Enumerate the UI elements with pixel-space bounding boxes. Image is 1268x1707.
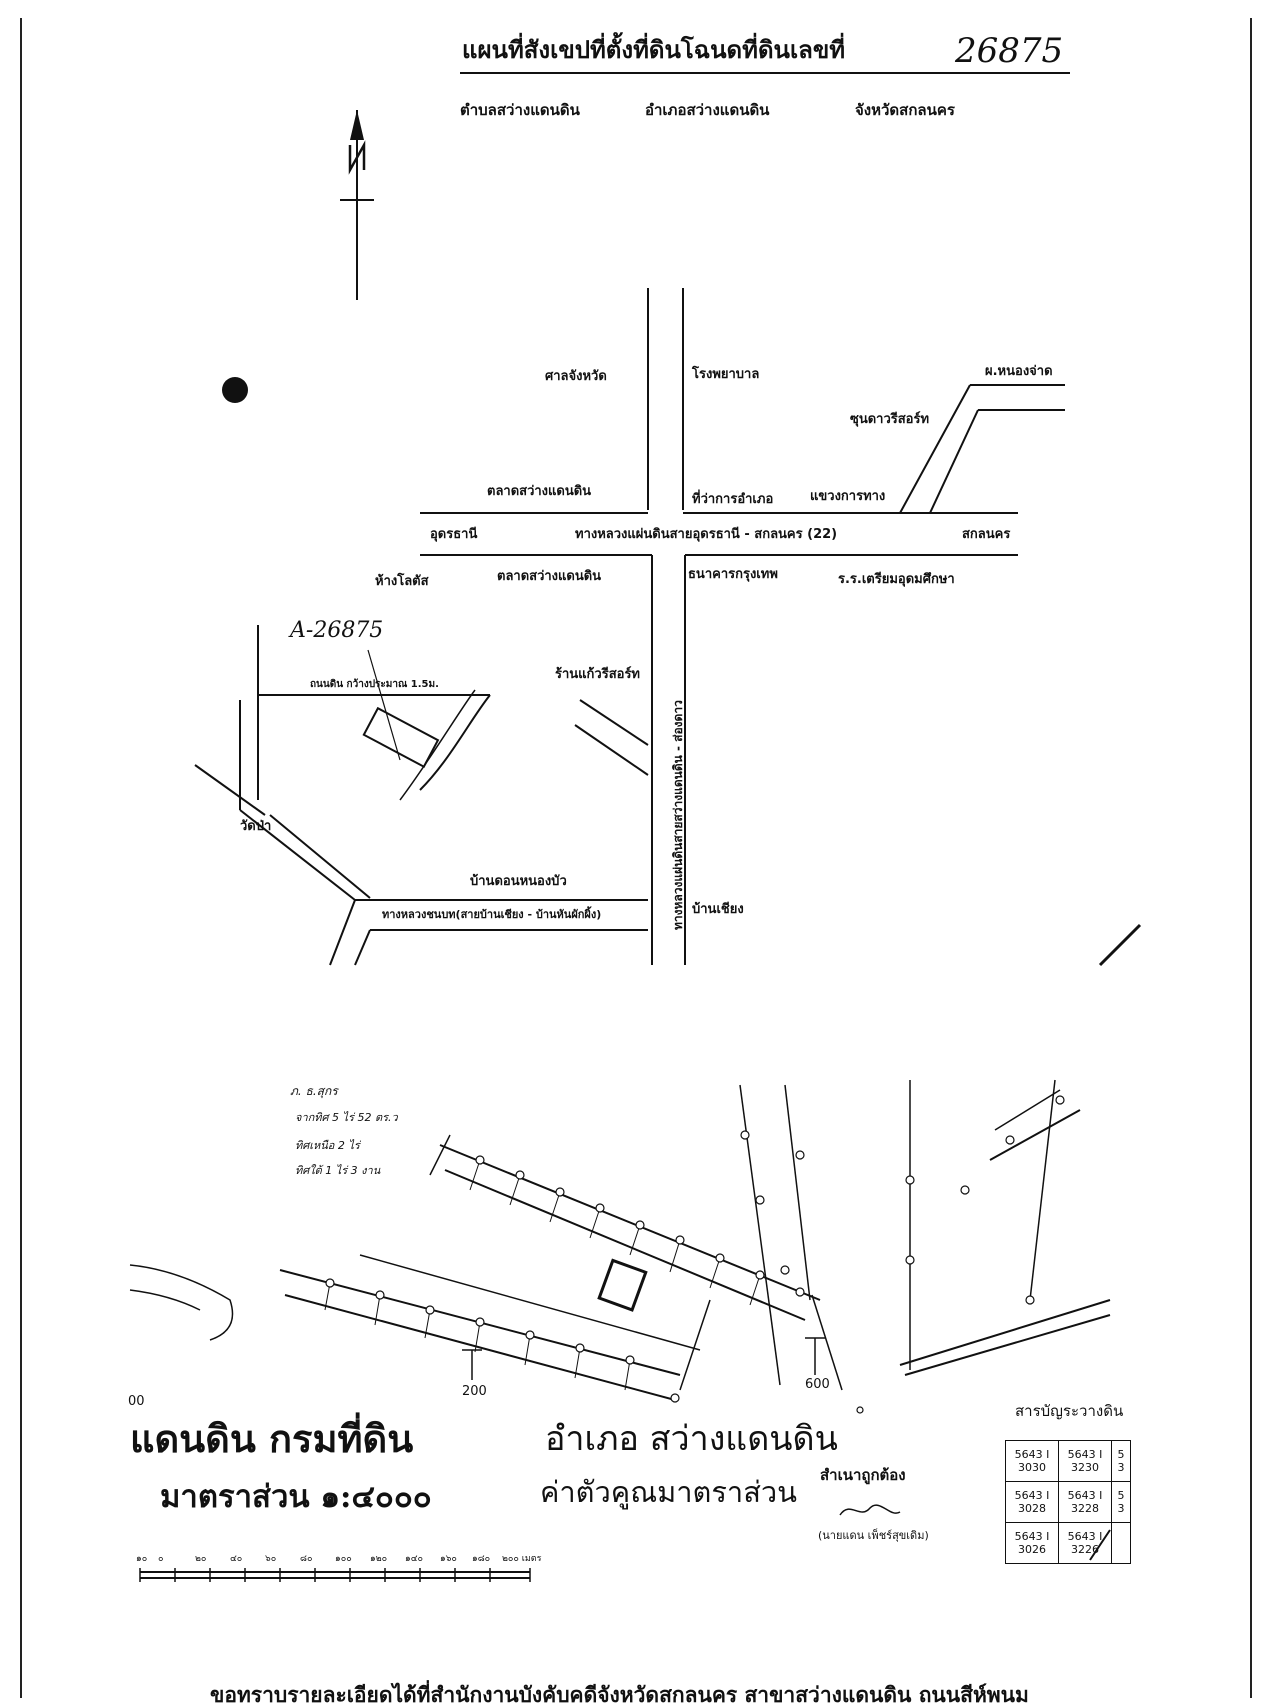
owner-note-4: ทิศใต้ 1 ไร่ 3 งาน — [295, 1164, 381, 1177]
label-market-south: ตลาดสว่างแดนดิน — [497, 569, 602, 584]
label-store: ห้างโลตัส — [375, 574, 429, 589]
label-highway-main: ทางหลวงแผ่นดินสายอุดรธานี - สกลนคร (22) — [575, 527, 838, 542]
label-nong-bua: บ้านดอนหนองบัว — [470, 874, 567, 889]
owner-note-2: จากทิศ 5 ไร่ 52 ตร.ว — [295, 1111, 398, 1124]
sheet-cell: 5643 I 3226 — [1058, 1522, 1112, 1564]
scale-tick-label: ๐ — [158, 1554, 164, 1564]
label-ban-chiang: บ้านเชียง — [692, 902, 744, 917]
label-udon: อุดรธานี — [430, 527, 478, 542]
label-temple: วัดป่า — [240, 819, 272, 834]
scale-tick-label: ๑๒๐ — [370, 1554, 388, 1564]
label-rural-road: ทางหลวงชนบท(สายบ้านเชียง - บ้านหันผักผิ้… — [382, 908, 602, 921]
sheet-cell: 5643 I 3030 — [1005, 1440, 1059, 1482]
label-kaew-resort: ร้านแก้วรีสอร์ท — [555, 667, 640, 682]
subdistrict-label: ตำบลสว่างแดนดิน — [460, 101, 580, 119]
sheet-cell: 5643 I 3026 — [1005, 1522, 1059, 1564]
page-border — [20, 18, 1252, 1698]
coord-200: 200 — [462, 1384, 487, 1399]
survey-markers — [325, 1095, 1065, 1414]
scale-tick-label: ๒๐ — [195, 1554, 207, 1564]
province-label: จังหวัดสกลนคร — [855, 101, 955, 119]
scale-tick-label: ๑๘๐ — [472, 1554, 491, 1564]
label-provincial-court: ศาลจังหวัด — [545, 369, 607, 384]
certified-copy-label: สำเนาถูกต้อง — [820, 1466, 906, 1484]
label-market-north: ตลาดสว่างแดนดิน — [487, 484, 592, 499]
signature — [839, 1504, 901, 1516]
contact-footer: ขอทราบรายละเอียดได้ที่สำนักงานบังคับคดีจ… — [210, 1683, 1029, 1707]
footer-district: อำเภอ สว่างแดนดิน — [545, 1419, 838, 1459]
label-hospital: โรงพยาบาล — [692, 367, 760, 382]
scale-tick-label: ๑๖๐ — [440, 1554, 457, 1564]
label-school: ร.ร.เตรียมอุดมศึกษา — [838, 572, 955, 587]
sheet-cell: 5 3 — [1111, 1481, 1131, 1523]
department-label: แดนดิน กรมที่ดิน — [130, 1416, 414, 1461]
sheet-cell: 5 3 — [1111, 1440, 1131, 1482]
cadastral-sheet — [129, 1079, 1111, 1401]
label-highway-district: แขวงการทาง — [810, 489, 886, 504]
coord-600: 600 — [805, 1377, 830, 1392]
north-arrow-icon — [340, 110, 374, 300]
label-district-office: ที่ว่าการอำเภอ — [692, 492, 774, 507]
coord-left: 00 — [128, 1394, 145, 1409]
scale-tick-label: ๑๔๐ — [405, 1554, 424, 1564]
marker-dot — [222, 377, 248, 403]
scale-factor-label: ค่าตัวคูณมาตราส่วน — [540, 1475, 798, 1509]
label-bangkok-bank: ธนาคารกรุงเทพ — [688, 567, 778, 582]
sheet-cell: 5643 I 3228 — [1058, 1481, 1112, 1523]
map-title: แผนที่สังเขปที่ตั้งที่ดินโฉนดที่ดินเลขที… — [462, 36, 846, 64]
label-sakon: สกลนคร — [962, 527, 1011, 542]
scale-label: มาตราส่วน ๑:๔๐๐๐ — [160, 1479, 432, 1515]
sheet-index-title: สารบัญระวางดิน — [1015, 1402, 1124, 1420]
scale-tick-label: ๖๐ — [265, 1554, 277, 1564]
label-sundao-resort: ซุนดาวรีสอร์ท — [850, 412, 930, 427]
sheet-cell: 5643 I 3028 — [1005, 1481, 1059, 1523]
owner-note-3: ทิศเหนือ 2 ไร่ — [295, 1139, 360, 1152]
scale-tick-label: ๔๐ — [230, 1554, 243, 1564]
title-underline — [460, 72, 1070, 74]
owner-note-1: ภ. ธ.สุกร — [290, 1084, 338, 1098]
sheet-cell — [1111, 1522, 1131, 1564]
scale-tick-label: ๒๐๐ เมตร — [502, 1554, 542, 1564]
label-village-road: ถนนดิน กว้างประมาณ 1.5ม. — [310, 679, 439, 690]
deed-number: 26875 — [955, 31, 1064, 71]
label-road-vertical: ทางหลวงแผ่นดินสายสว่างแดนดิน - ส่องดาว — [671, 700, 685, 930]
scale-tick-label: ๑๐ — [136, 1554, 148, 1564]
scale-tick-label: ๑๐๐ — [335, 1554, 352, 1564]
label-nong-chad: ผ.หนองจ่าด — [985, 364, 1053, 379]
scale-bar — [139, 1568, 531, 1582]
district-label: อำเภอสว่างแดนดิน — [645, 101, 770, 119]
label-parcel-handwritten: A-26875 — [290, 618, 384, 643]
signer-name: (นายแดน เพ็ชร์สุขเดิม) — [818, 1529, 929, 1542]
scale-tick-label: ๘๐ — [300, 1554, 313, 1564]
sheet-index-table: 5643 I 3030 5643 I 3230 5 3 5643 I 3028 … — [1005, 1440, 1131, 1564]
sheet-cell: 5643 I 3230 — [1058, 1440, 1112, 1482]
